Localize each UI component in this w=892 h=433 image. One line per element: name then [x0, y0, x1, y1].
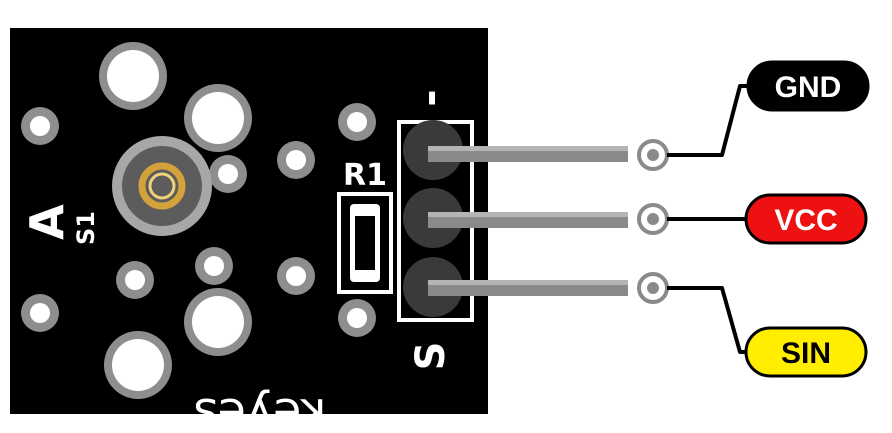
lead-sin-highlight: [428, 280, 628, 285]
pad-large-hole: [112, 339, 164, 391]
pad-small-hole: [125, 270, 145, 290]
brand-silk-text: keyes: [194, 388, 327, 433]
pin-labels: GND VCC SIN: [744, 60, 870, 378]
lead-terminals: [637, 139, 669, 304]
switch-gold-ring: [138, 162, 186, 210]
pad-small-hole: [30, 303, 50, 323]
vcc-label-text: VCC: [774, 204, 837, 237]
pad-small-hole: [347, 112, 367, 132]
switch-gold-inner: [148, 172, 176, 200]
pad-large-hole: [192, 296, 244, 348]
pad-small-hole: [218, 164, 238, 184]
sin-label-text: SIN: [781, 337, 831, 370]
gnd-label-text: GND: [775, 71, 842, 104]
small-pads: [21, 103, 376, 337]
resistor-core: [355, 216, 375, 270]
lead-gnd-highlight: [428, 146, 628, 151]
sin-label-pill: [744, 326, 868, 378]
r1-silk-label: R1: [343, 158, 387, 193]
pin-leads: [428, 146, 628, 296]
s1-silk-label: S1: [72, 211, 100, 245]
resistor-r1: [337, 192, 393, 294]
s-silk-mark: S: [408, 342, 454, 371]
resistor-outline: [337, 192, 393, 294]
gnd-label-pill: [746, 60, 870, 112]
large-pads: [99, 42, 252, 399]
pad-small-hole: [347, 308, 367, 328]
lead-vcc-highlight: [428, 212, 628, 217]
terminal-gnd-dot: [647, 149, 659, 161]
pad-small-hole: [204, 256, 224, 276]
terminal-vcc-dot: [647, 213, 659, 225]
pad-small-hole: [286, 266, 306, 286]
sensor-switch-component: [112, 136, 212, 236]
wire-sin: [667, 286, 760, 354]
vcc-label-pill: [744, 193, 868, 245]
wire-gnd: [667, 84, 760, 157]
switch-inner: [122, 146, 202, 226]
pad-small-hole: [286, 150, 306, 170]
pad-small-hole: [30, 116, 50, 136]
pad-large-hole: [192, 92, 244, 144]
pad-large-hole: [107, 50, 159, 102]
minus-silk-mark: -: [405, 89, 454, 106]
a-silk-label: A: [20, 204, 74, 240]
terminal-sin-dot: [647, 282, 659, 294]
